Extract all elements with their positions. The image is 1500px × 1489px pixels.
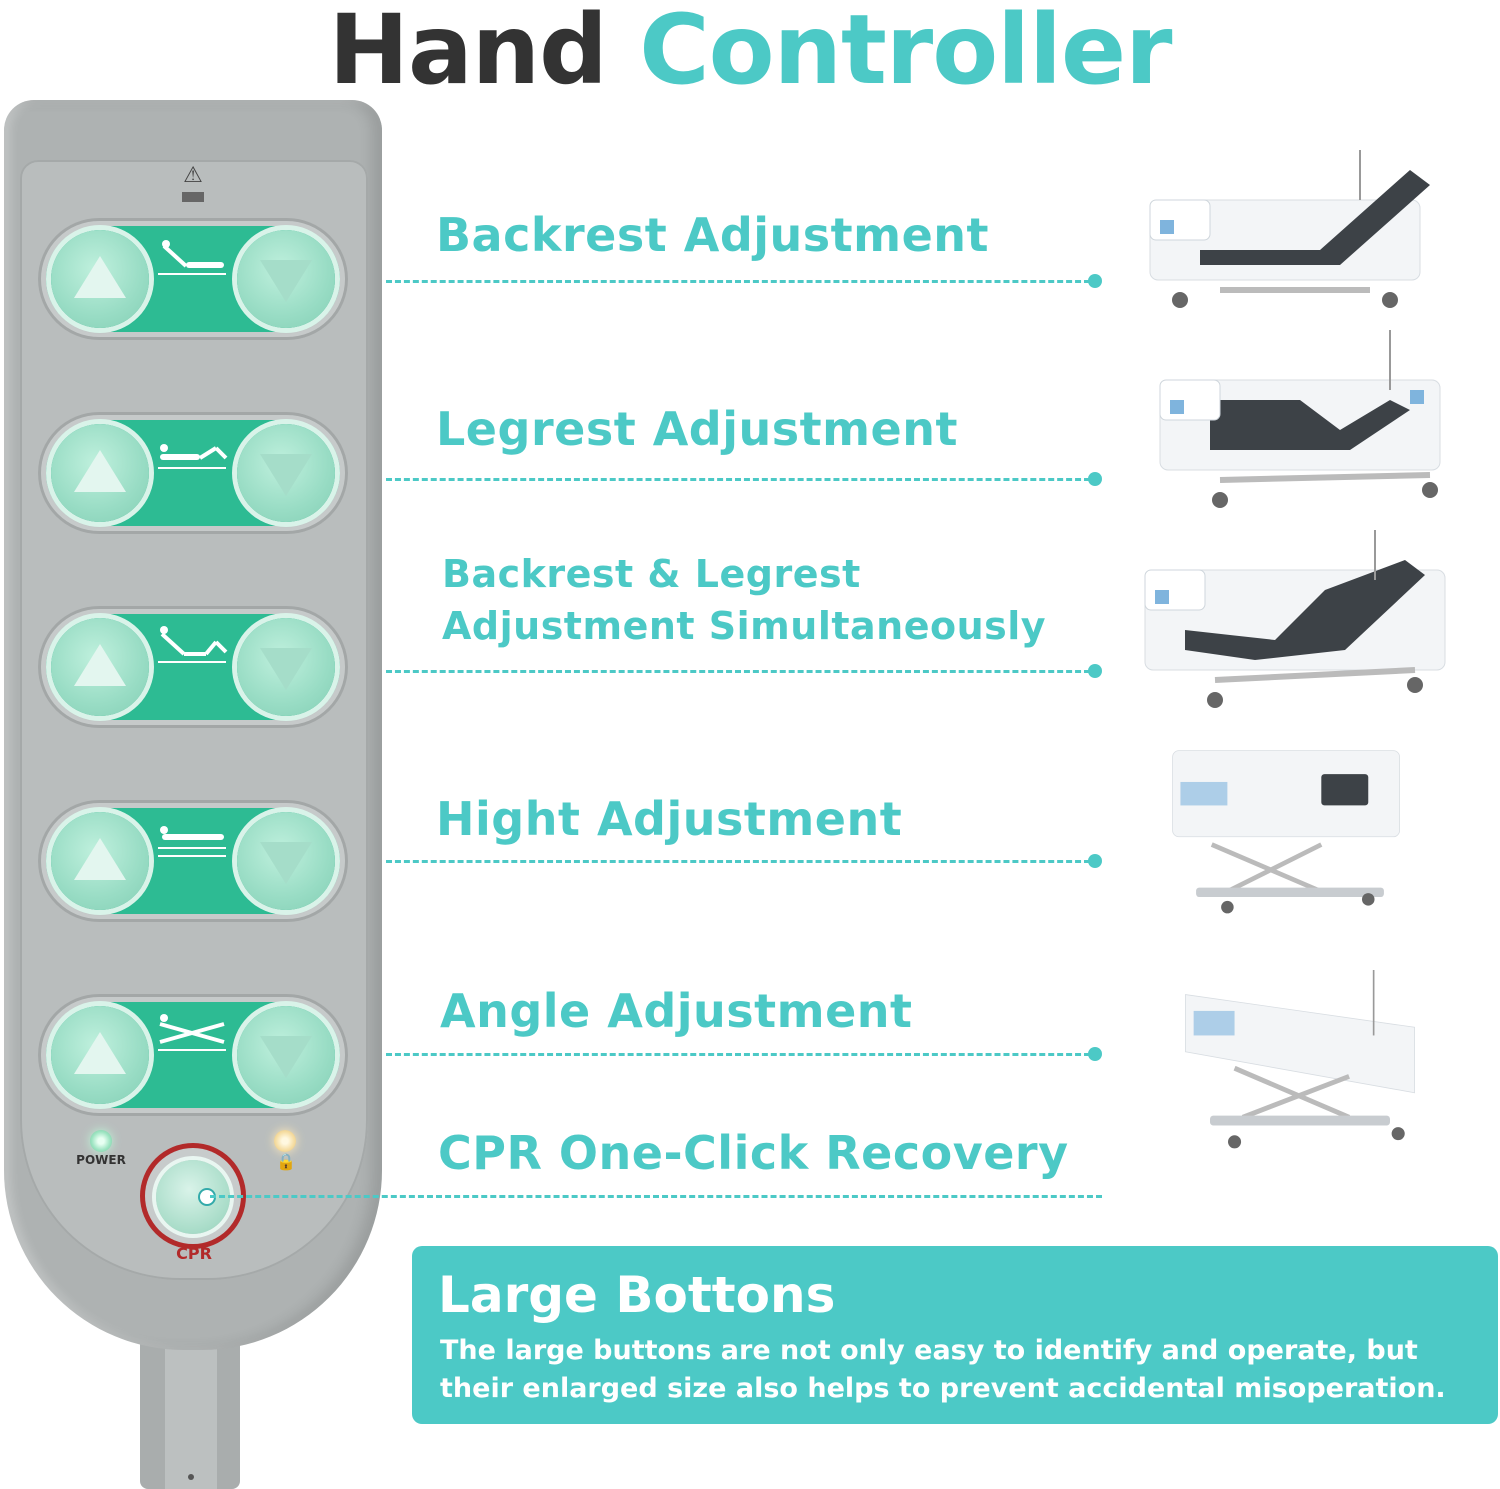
cpr-label: CPR — [176, 1244, 212, 1263]
legrest-up-button[interactable] — [51, 424, 149, 522]
dash-line-angle — [386, 1053, 1090, 1056]
lock-icon: 🔒 — [276, 1152, 296, 1171]
both-bed-icon — [158, 626, 228, 663]
info-title: Large Bottons — [438, 1266, 836, 1324]
arrow-down-icon — [260, 1036, 312, 1078]
height-up-button[interactable] — [51, 812, 149, 910]
arrow-up-icon — [74, 256, 126, 298]
cable-dot — [188, 1474, 194, 1480]
dash-dot-backrest — [1088, 274, 1102, 288]
controller-cable-inner — [165, 1340, 217, 1489]
feature-both-line2: Adjustment Simultaneously — [442, 604, 1047, 648]
arrow-down-icon — [260, 260, 312, 302]
feature-height: Hight Adjustment — [436, 792, 903, 846]
angle-up-button[interactable] — [51, 1006, 149, 1104]
page-title: Hand Controller — [0, 0, 1500, 100]
arrow-up-icon — [74, 450, 126, 492]
both-down-button[interactable] — [237, 618, 335, 716]
bed-backrest-image — [1149, 150, 1430, 308]
bed-legrest-image — [1159, 330, 1441, 508]
arrow-down-icon — [260, 842, 312, 884]
dash-line-cpr — [210, 1195, 1102, 1198]
angle-bed-icon — [158, 1014, 226, 1051]
arrow-down-icon — [260, 648, 312, 690]
arrow-up-icon — [74, 838, 126, 880]
large-buttons-info-box: Large Bottons The large buttons are not … — [412, 1246, 1498, 1424]
power-indicator — [90, 1130, 112, 1152]
title-controller: Controller — [639, 0, 1172, 106]
legrest-down-button[interactable] — [237, 424, 335, 522]
backrest-button-row — [38, 218, 348, 340]
dash-line-both — [386, 670, 1090, 673]
arrow-down-icon — [260, 454, 312, 496]
feature-legrest: Legrest Adjustment — [436, 402, 958, 456]
warning-icon: ⚠ — [183, 163, 203, 188]
backrest-down-button[interactable] — [237, 230, 335, 328]
angle-down-button[interactable] — [237, 1006, 335, 1104]
feature-both-line1: Backrest & Legrest — [442, 552, 861, 596]
dash-dot-legrest — [1088, 472, 1102, 486]
height-down-button[interactable] — [237, 812, 335, 910]
cpr-dot — [200, 1190, 214, 1204]
backrest-bed-icon — [158, 240, 226, 275]
both-up-button[interactable] — [51, 618, 149, 716]
height-bed-icon — [158, 826, 226, 857]
both-button-row — [38, 606, 348, 728]
dash-dot-height — [1088, 854, 1102, 868]
info-text: The large buttons are not only easy to i… — [440, 1335, 1446, 1404]
legrest-bed-icon — [158, 444, 228, 469]
dash-dot-angle — [1088, 1047, 1102, 1061]
feature-angle: Angle Adjustment — [440, 984, 913, 1038]
feature-cpr: CPR One-Click Recovery — [438, 1126, 1069, 1180]
bed-both-image — [1144, 530, 1446, 708]
legrest-button-row — [38, 412, 348, 534]
height-button-row — [38, 800, 348, 922]
angle-button-row — [38, 994, 348, 1116]
dash-line-backrest — [386, 280, 1090, 283]
warning-bar — [182, 192, 204, 202]
arrow-up-icon — [74, 1032, 126, 1074]
bed-angle-image — [1185, 970, 1415, 1149]
bed-height-image — [1172, 750, 1400, 914]
title-hand: Hand — [328, 0, 608, 106]
dash-line-height — [386, 860, 1090, 863]
feature-both: Backrest & Legrest Adjustment Simultaneo… — [442, 548, 1046, 652]
feature-backrest: Backrest Adjustment — [436, 208, 990, 262]
lock-indicator — [274, 1130, 296, 1152]
backrest-up-button[interactable] — [51, 230, 149, 328]
power-label: POWER — [76, 1153, 126, 1167]
dash-dot-both — [1088, 664, 1102, 678]
arrow-up-icon — [74, 644, 126, 686]
dash-line-legrest — [386, 478, 1090, 481]
